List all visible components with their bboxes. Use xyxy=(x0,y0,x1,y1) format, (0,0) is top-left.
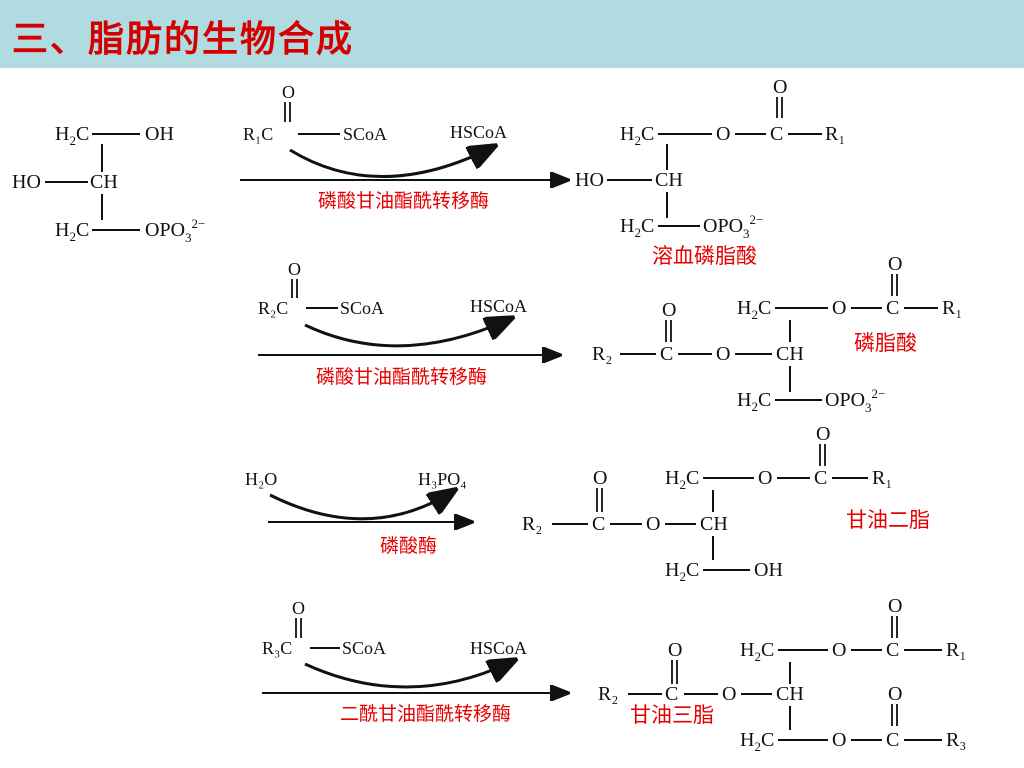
svg-text:SCoA: SCoA xyxy=(340,298,384,318)
svg-text:OH: OH xyxy=(754,559,783,581)
svg-text:H2C: H2C xyxy=(665,467,699,492)
svg-text:H2C: H2C xyxy=(740,729,774,754)
product-4-label: 甘油三脂 xyxy=(630,703,714,727)
svg-text:OH: OH xyxy=(145,123,174,145)
phosphoric-acid: H₃PO₄ xyxy=(418,469,467,489)
svg-text:O: O xyxy=(646,513,660,535)
svg-text:OPO32−: OPO32− xyxy=(703,212,763,241)
svg-text:O: O xyxy=(888,253,902,275)
svg-text:C: C xyxy=(660,343,673,365)
svg-text:C: C xyxy=(665,683,678,705)
svg-text:O: O xyxy=(888,595,902,617)
sco-a: SCoA xyxy=(343,124,387,144)
svg-text:O: O xyxy=(668,639,682,661)
svg-text:HO: HO xyxy=(575,169,604,191)
svg-text:C: C xyxy=(770,123,783,145)
svg-text:O: O xyxy=(758,467,772,489)
svg-text:O: O xyxy=(816,423,830,445)
svg-text:R₂: R₂ xyxy=(592,343,612,365)
svg-text:O: O xyxy=(832,297,846,319)
svg-text:O: O xyxy=(832,639,846,661)
svg-text:H2C: H2C xyxy=(55,123,89,148)
svg-text:H2C: H2C xyxy=(737,297,771,322)
enzyme-3-label: 磷酸酶 xyxy=(380,535,437,557)
product-3-label: 甘油二脂 xyxy=(846,508,930,532)
carbonyl-o: O xyxy=(282,82,295,102)
reaction-3: H₂O H₃PO₄ 磷酸酶 xyxy=(245,469,472,557)
svg-text:H2C: H2C xyxy=(665,559,699,584)
svg-text:O: O xyxy=(662,299,676,321)
svg-text:OPO32−: OPO32− xyxy=(825,386,885,415)
svg-text:C: C xyxy=(886,297,899,319)
svg-text:R₁: R₁ xyxy=(825,123,845,145)
svg-text:R₁C: R₁C xyxy=(243,124,273,144)
svg-text:H2C: H2C xyxy=(55,219,89,244)
enzyme-2-label: 磷酸甘油酯酰转移酶 xyxy=(316,366,487,388)
svg-text:O: O xyxy=(716,123,730,145)
svg-text:C: C xyxy=(886,639,899,661)
svg-text:R₁: R₁ xyxy=(942,297,962,319)
svg-text:CH: CH xyxy=(90,171,118,193)
svg-text:O: O xyxy=(722,683,736,705)
svg-text:H2C: H2C xyxy=(620,123,654,148)
svg-text:H2C: H2C xyxy=(737,389,771,414)
svg-text:CH: CH xyxy=(776,683,804,705)
product-1-label: 溶血磷脂酸 xyxy=(652,244,757,268)
svg-text:O: O xyxy=(773,76,787,98)
svg-text:R₂: R₂ xyxy=(522,513,542,535)
triacylglycerol: O H2C O C R₁ O R₂ C O CH O H2C O C R₃ xyxy=(598,595,966,754)
svg-text:R₃: R₃ xyxy=(946,729,966,751)
water: H₂O xyxy=(245,469,277,489)
svg-text:O: O xyxy=(288,259,301,279)
svg-text:H2C: H2C xyxy=(620,215,654,240)
svg-text:R₁: R₁ xyxy=(946,639,966,661)
svg-text:CH: CH xyxy=(655,169,683,191)
svg-text:HSCoA: HSCoA xyxy=(470,638,527,658)
svg-text:O: O xyxy=(593,467,607,489)
hsco-a: HSCoA xyxy=(450,122,507,142)
svg-text:R₂C: R₂C xyxy=(258,298,288,318)
svg-text:C: C xyxy=(886,729,899,751)
svg-text:R₁: R₁ xyxy=(872,467,892,489)
enzyme-4-label: 二酰甘油酯酰转移酶 xyxy=(340,703,511,725)
svg-text:C: C xyxy=(814,467,827,489)
svg-text:HO: HO xyxy=(12,171,41,193)
svg-text:R₃C: R₃C xyxy=(262,638,292,658)
svg-text:O: O xyxy=(888,683,902,705)
product-2-label: 磷脂酸 xyxy=(854,331,917,355)
svg-text:HSCoA: HSCoA xyxy=(470,296,527,316)
svg-text:SCoA: SCoA xyxy=(342,638,386,658)
enzyme-1-label: 磷酸甘油酯酰转移酶 xyxy=(318,190,489,212)
svg-text:O: O xyxy=(292,598,305,618)
diacylglycerol: O H2C O C R₁ O R₂ C O CH H2C OH xyxy=(522,423,892,584)
svg-text:O: O xyxy=(716,343,730,365)
svg-text:OPO32−: OPO32− xyxy=(145,216,205,245)
svg-text:O: O xyxy=(832,729,846,751)
glycerol-3-phosphate: H2C OH HO CH H2C OPO32− xyxy=(12,123,205,245)
reaction-4: O R₃C SCoA HSCoA 二酰甘油酯酰转移酶 xyxy=(262,598,568,725)
reaction-2: O R₂C SCoA HSCoA 磷酸甘油酯酰转移酶 xyxy=(258,259,560,388)
title-bar: 三、脂肪的生物合成 xyxy=(0,0,1024,68)
reaction-1: O R₁C SCoA HSCoA 磷酸甘油酯酰转移酶 xyxy=(240,82,568,212)
slide-title: 三、脂肪的生物合成 xyxy=(12,19,355,60)
svg-text:CH: CH xyxy=(776,343,804,365)
svg-text:CH: CH xyxy=(700,513,728,535)
svg-text:R₂: R₂ xyxy=(598,683,618,705)
svg-text:H2C: H2C xyxy=(740,639,774,664)
svg-text:C: C xyxy=(592,513,605,535)
lysophosphatidic-acid: O H2C O C R₁ HO CH H2C OPO32− xyxy=(575,76,845,241)
